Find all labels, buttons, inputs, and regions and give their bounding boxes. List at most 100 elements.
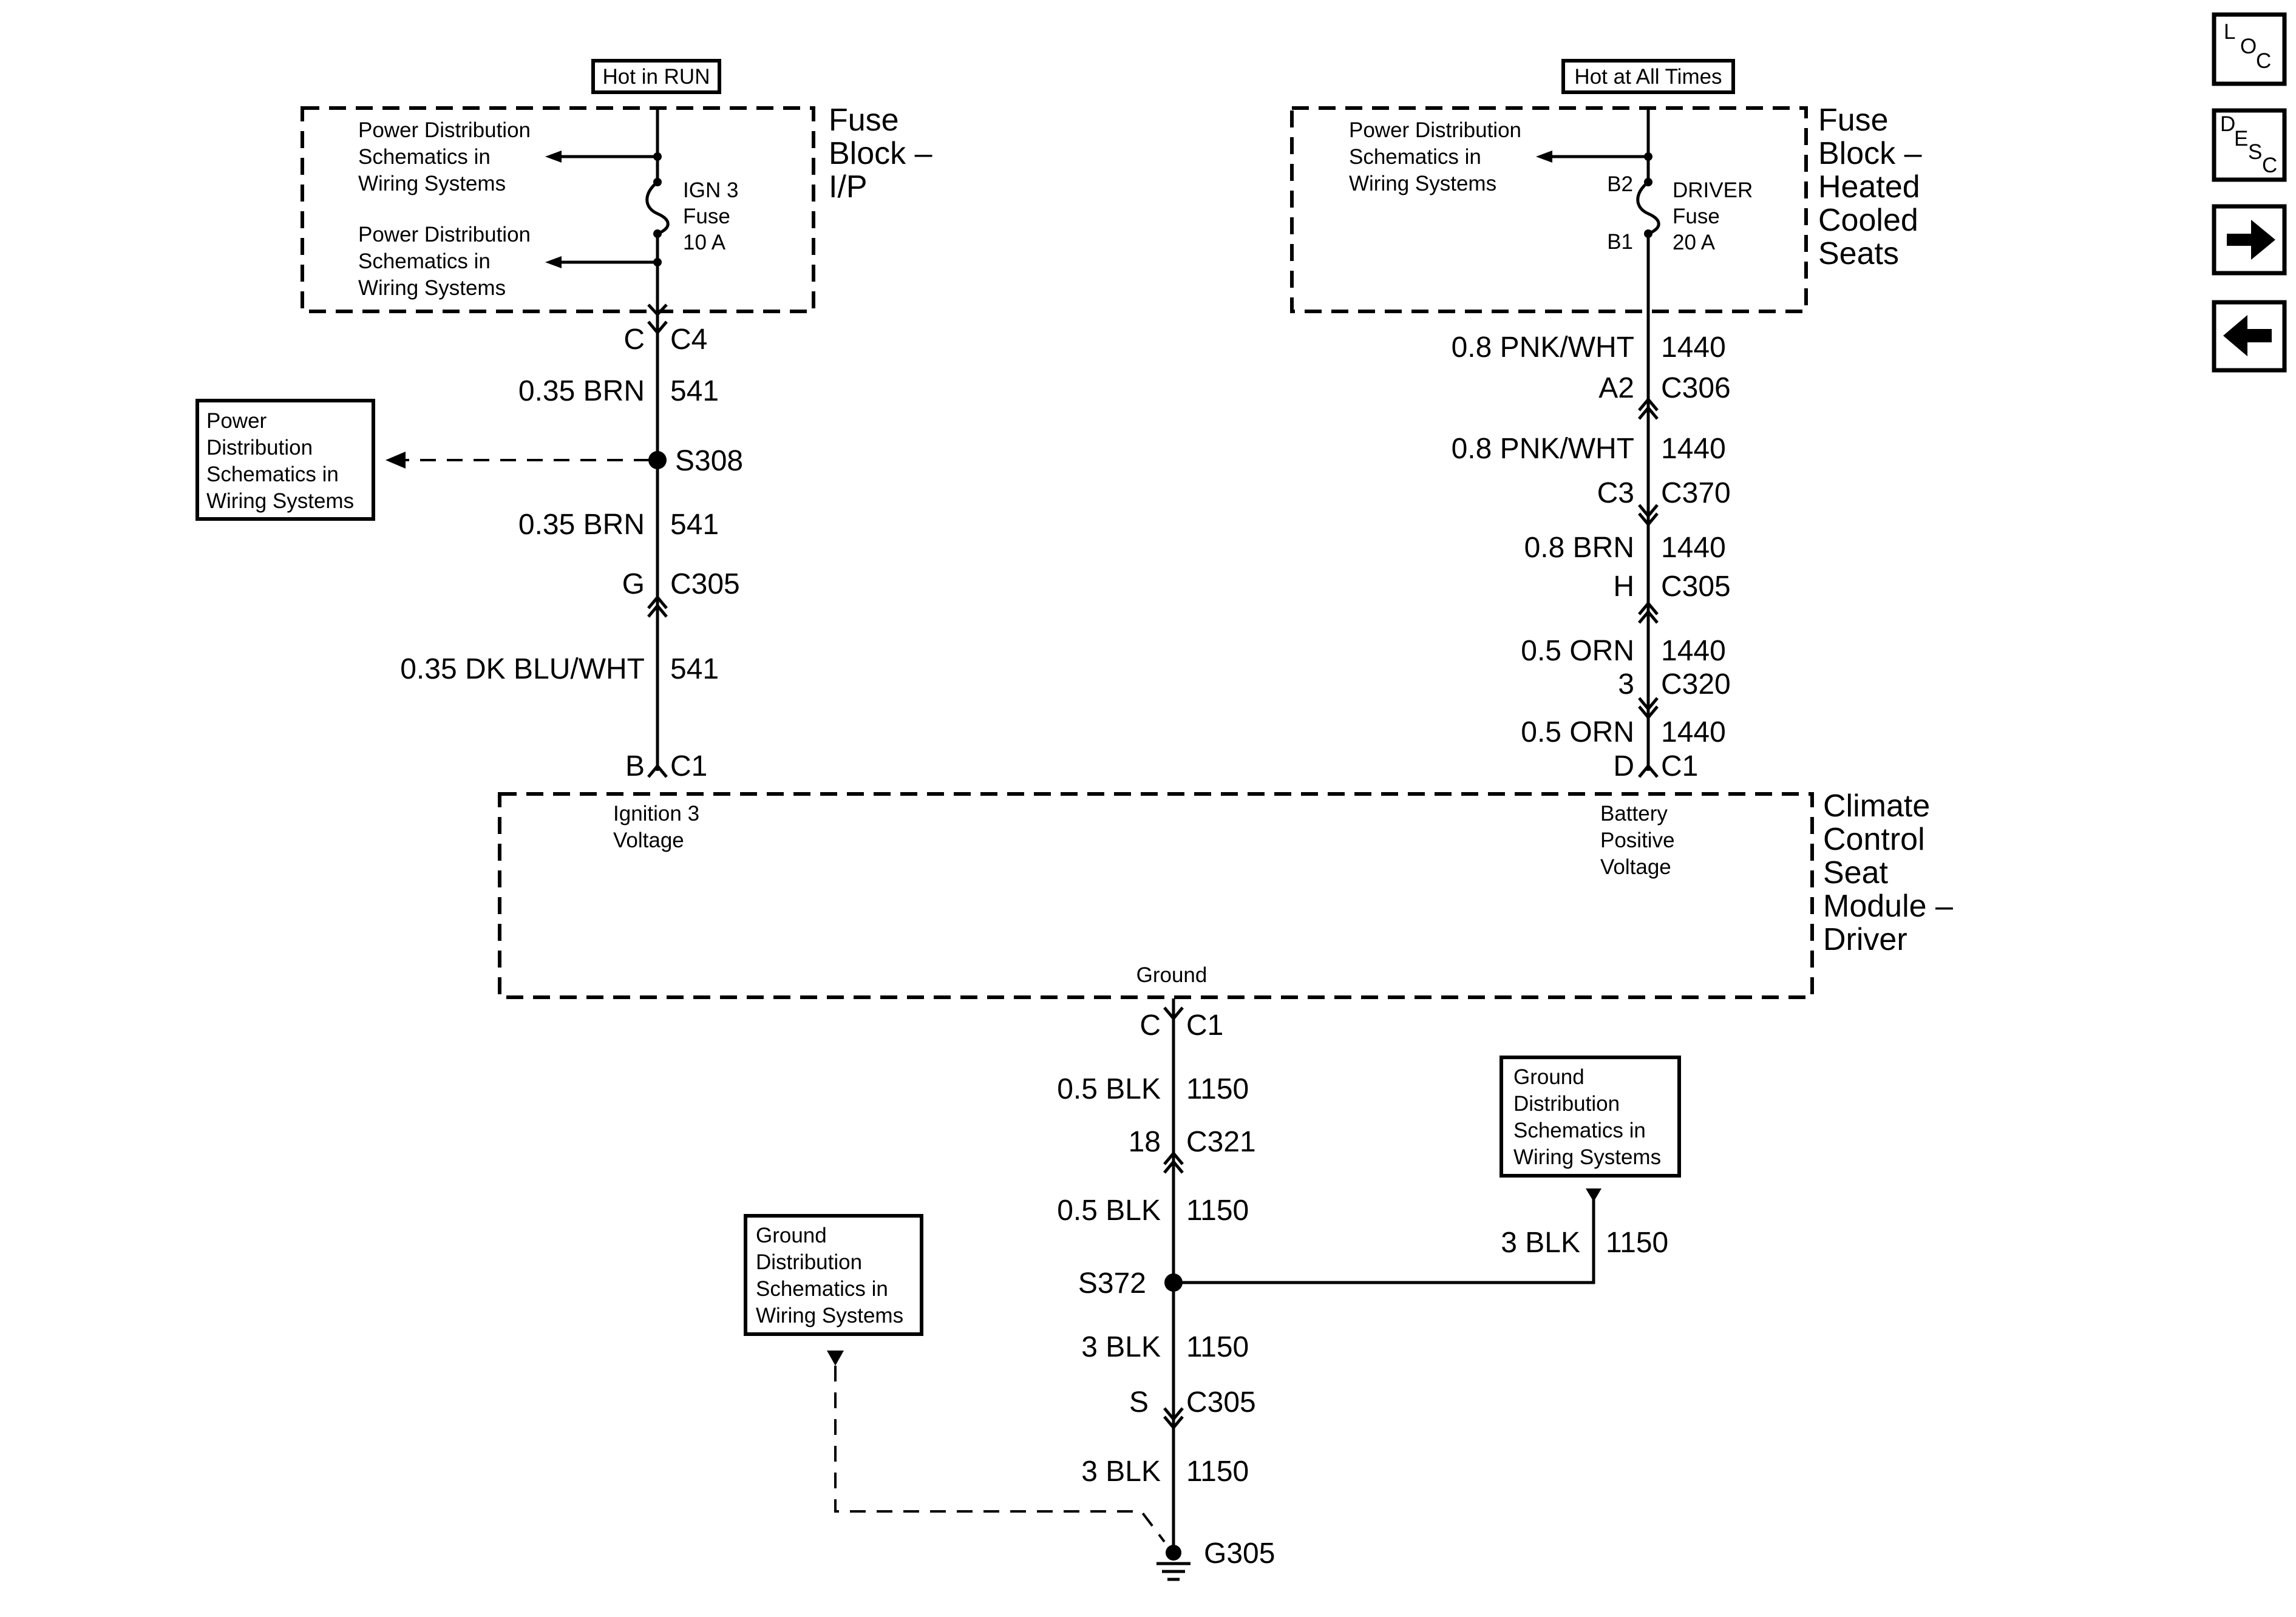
circuit-number: 1150 [1606, 1227, 1668, 1259]
gd-right-line2: Distribution [1513, 1092, 1620, 1116]
module-name-line3: Seat [1823, 855, 1889, 890]
connector-symbol [1163, 1159, 1184, 1174]
next-button[interactable] [2212, 204, 2287, 276]
connector-symbol [647, 320, 668, 335]
connector-symbol [1638, 601, 1659, 615]
desc-button[interactable]: D E S C [2212, 108, 2287, 182]
back-button[interactable] [2212, 300, 2287, 373]
desc-c: C [2262, 154, 2277, 177]
arrow-left-icon [545, 256, 562, 268]
wire-label: 3 BLK [1501, 1227, 1580, 1259]
batt-voltage-line2: Positive [1600, 829, 1675, 852]
pd-ref-box [195, 399, 375, 521]
pd-ref-line4: Wiring Systems [206, 489, 354, 513]
connector-symbol [1163, 1407, 1184, 1422]
c320-connector: C320 [1661, 668, 1731, 700]
fuse-block-name-line5: Seats [1818, 236, 1899, 271]
wire-label: 0.5 ORN [1521, 635, 1634, 667]
connector-symbol [1638, 697, 1659, 711]
fuse-block-name-line1: Fuse [1818, 103, 1889, 138]
fuse-block-ip: Hot in RUN Power Distribution Schematics… [301, 59, 932, 328]
batt-voltage-line1: Battery [1600, 802, 1668, 825]
c306-pin: A2 [1598, 372, 1634, 404]
gd-left-line1: Ground [756, 1224, 827, 1247]
connector-symbol [1638, 705, 1659, 720]
connector-symbol [1163, 1151, 1184, 1165]
batt-voltage-line3: Voltage [1600, 855, 1671, 879]
fuse-block-name-line1: Fuse [829, 103, 899, 138]
circuit-number: 541 [670, 653, 719, 685]
fuse-block-name-line2: Block – [1818, 136, 1922, 171]
loc-button[interactable]: L O C [2212, 12, 2287, 86]
c1-pin: B [625, 750, 645, 782]
circuit-number: 1440 [1661, 331, 1726, 364]
circuit-number: 1440 [1661, 635, 1726, 667]
ground-dist-ref-box-right [1500, 1056, 1681, 1178]
circuit-number: 1150 [1186, 1456, 1249, 1488]
c370-pin: C3 [1597, 477, 1634, 509]
fuse-icon [1636, 181, 1660, 236]
module-name-line1: Climate [1823, 788, 1930, 824]
pd-ref-1-line1: Power Distribution [358, 118, 531, 142]
wire-label: 0.5 BLK [1057, 1195, 1161, 1227]
arrow-left-icon [2223, 315, 2272, 356]
wire-label: 0.8 BRN [1524, 532, 1634, 564]
fuse-block-seats-outline [1290, 106, 1808, 313]
circuit-number: 1150 [1186, 1331, 1249, 1363]
gd-right-line3: Schematics in [1513, 1119, 1646, 1142]
c305-pin: G [622, 568, 645, 600]
fuse-pin-top: B2 [1607, 172, 1633, 196]
gd-left-line3: Schematics in [756, 1277, 888, 1301]
c1-connector: C1 [1661, 750, 1698, 782]
module-name-line4: Module – [1823, 889, 1953, 924]
hot-in-run-tag-box [591, 59, 721, 94]
fuse-block-seats: Hot at All Times Power Distribution Sche… [1290, 59, 1922, 313]
splice-label: S372 [1078, 1267, 1146, 1300]
c305-connector: C305 [1186, 1386, 1256, 1419]
junction-dot [653, 258, 662, 266]
fuse-line3: 10 A [683, 231, 726, 254]
ground-label: G305 [1204, 1537, 1275, 1570]
gd-right-line4: Wiring Systems [1513, 1145, 1661, 1169]
circuit-number: 1150 [1186, 1195, 1249, 1227]
arrow-left-icon [1536, 151, 1552, 163]
pd-ref-line1: Power [206, 409, 267, 433]
connector-symbol [647, 303, 668, 317]
wire-label: 0.8 PNK/WHT [1452, 433, 1634, 465]
connector-symbol [1163, 1415, 1184, 1430]
c305-connector: C305 [1661, 571, 1731, 603]
wire-label: 0.35 BRN [518, 375, 645, 407]
connector-symbol [647, 603, 668, 618]
fuse-line2: Fuse [683, 205, 730, 228]
desc-d: D [2220, 112, 2235, 136]
ground-dashed-line [834, 1366, 1166, 1543]
circuit-number: 541 [670, 509, 719, 541]
pd-ref-1-line2: Schematics in [358, 145, 491, 169]
wire-label: 0.5 BLK [1057, 1073, 1161, 1105]
splice-label: S308 [675, 445, 743, 477]
hot-in-run-tag: Hot in RUN [603, 65, 710, 89]
ground-point [1166, 1545, 1181, 1561]
circuit-number: 1440 [1661, 716, 1726, 748]
pd-ref-2-line3: Wiring Systems [358, 276, 506, 300]
gd-left-line4: Wiring Systems [756, 1304, 903, 1327]
arrow-right-icon [2227, 220, 2275, 260]
pd-ref-1-line3: Wiring Systems [358, 172, 506, 195]
connector-symbol [647, 764, 668, 778]
loc-o: O [2240, 35, 2257, 58]
module-outline [498, 792, 1814, 999]
c320-pin: 3 [1618, 668, 1634, 700]
c321-pin: 18 [1129, 1126, 1161, 1158]
c1-pin: C [1140, 1009, 1161, 1042]
fuse-pin-bottom: B1 [1607, 230, 1633, 254]
c306-connector: C306 [1661, 372, 1731, 404]
arrow-left-icon [545, 151, 562, 163]
fuse-block-name-line3: I/P [829, 169, 868, 205]
pd-ref-line2: Schematics in [1349, 145, 1481, 169]
ground-dist-ref-box-left [744, 1214, 923, 1336]
fuse-line3: 20 A [1673, 231, 1716, 254]
c321-connector: C321 [1186, 1126, 1256, 1158]
connector-symbol [1638, 504, 1659, 518]
module-name-line2: Control [1823, 822, 1925, 857]
